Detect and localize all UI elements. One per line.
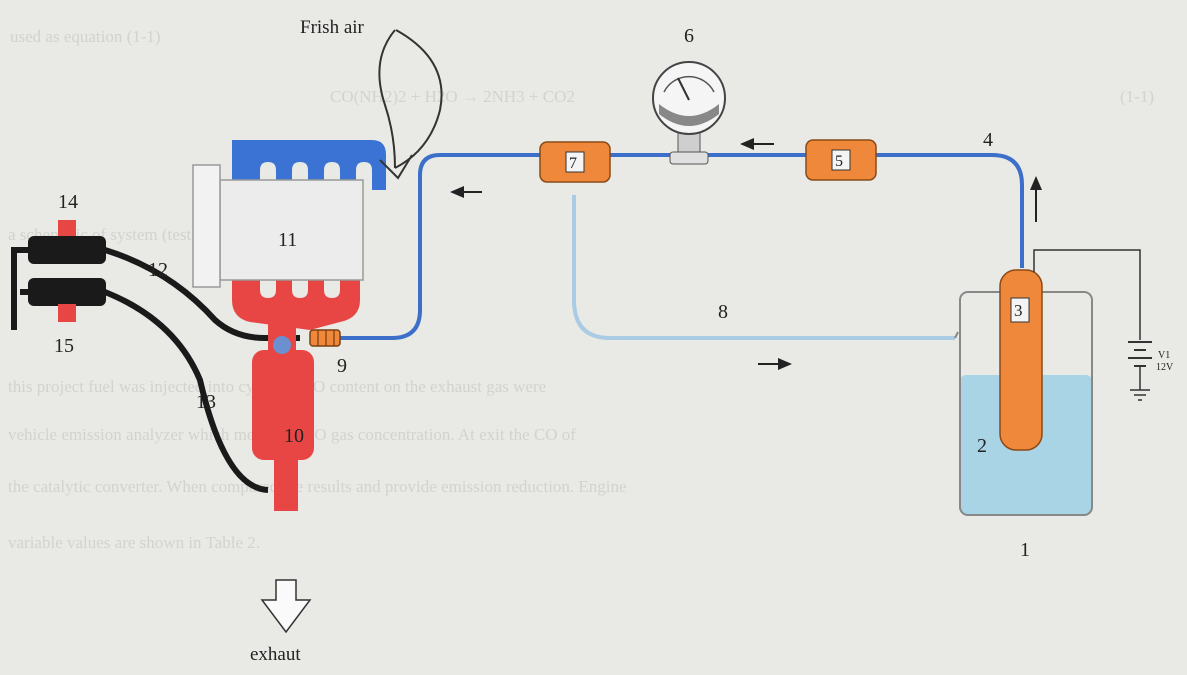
exhaust-arrow: exhaut — [250, 579, 312, 665]
label-13: 13 — [196, 391, 216, 413]
bg-equation-ref: (1-1) — [1120, 87, 1154, 106]
engine-block — [219, 179, 364, 281]
valve-14-body — [28, 236, 106, 264]
return-inlet-hook — [954, 331, 959, 339]
label-8: 8 — [718, 301, 728, 323]
label-exhaust: exhaut — [250, 644, 301, 665]
label-5: 5 — [835, 153, 843, 170]
label-3: 3 — [1014, 301, 1023, 320]
valve-14: 14 — [28, 191, 106, 264]
label-11: 11 — [278, 229, 297, 251]
catalytic-converter-10: 10 — [252, 318, 314, 511]
engine-pulley — [192, 164, 221, 288]
label-7: 7 — [569, 155, 577, 172]
battery-name: V1 — [1158, 350, 1170, 361]
valve-15-body — [28, 278, 106, 306]
battery-circuit: V1 12V — [1033, 249, 1174, 401]
converter-body — [252, 350, 314, 460]
injector-9: 9 — [309, 329, 347, 377]
label-1: 1 — [1020, 539, 1030, 561]
battery-voltage: 12V — [1156, 362, 1174, 373]
label-fresh-air: Frish air — [300, 17, 365, 38]
engine-11: 11 — [192, 140, 386, 330]
tailpipe — [274, 455, 298, 511]
fresh-air-arrow: Frish air — [300, 17, 443, 180]
intake-manifold — [232, 140, 386, 190]
label-4: 4 — [983, 129, 993, 151]
label-2: 2 — [977, 435, 987, 457]
label-9: 9 — [337, 355, 347, 377]
hose-black-12 — [104, 247, 300, 341]
bg-text-para3: the catalytic converter. When compared t… — [8, 477, 627, 496]
component-7: 7 — [539, 141, 611, 183]
bg-text-para4: variable values are shown in Table 2. — [8, 533, 260, 552]
pressure-gauge-6: 6 — [652, 25, 726, 165]
hose-main-line — [340, 153, 1024, 340]
injector-body — [309, 329, 341, 347]
hose-return-line-8 — [572, 195, 955, 340]
label-15: 15 — [54, 335, 74, 357]
component-5: 5 — [805, 139, 877, 181]
label-10: 10 — [284, 425, 304, 447]
sensor-port — [273, 336, 291, 354]
reactor-3: 3 — [999, 269, 1043, 451]
label-6: 6 — [684, 25, 694, 47]
label-12: 12 — [148, 259, 168, 281]
hose-black-13 — [103, 289, 269, 493]
support-bracket — [11, 247, 30, 330]
bg-text-line1: used as equation (1-1) — [10, 27, 161, 46]
valve-15: 15 — [28, 278, 106, 357]
exhaust-manifold — [232, 270, 360, 330]
bg-equation: CO(NH2)2 + H2O → 2NH3 + CO2 — [330, 87, 575, 106]
label-14: 14 — [58, 191, 78, 213]
